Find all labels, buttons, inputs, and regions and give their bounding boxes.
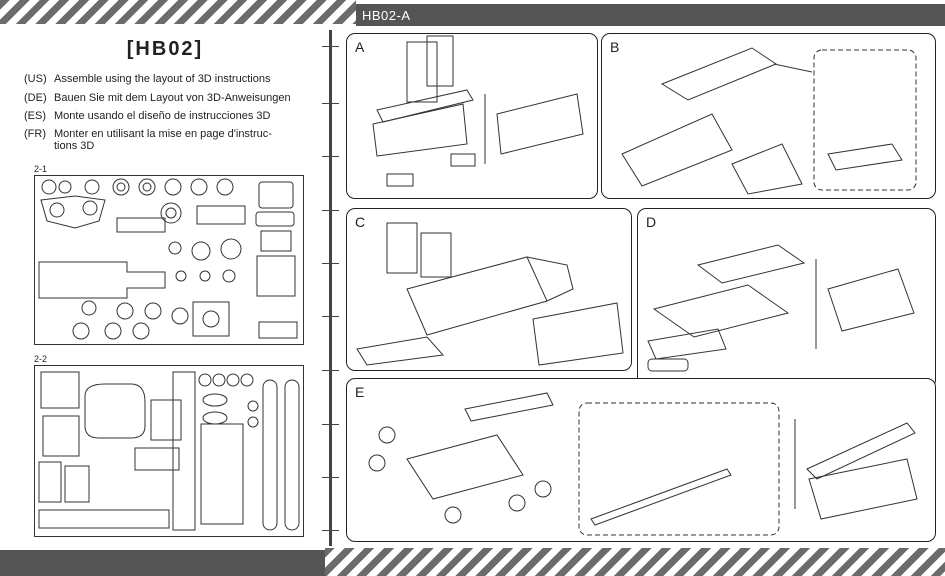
divider-tick <box>322 103 339 104</box>
divider-tick <box>322 316 339 317</box>
instruction-text-continued: tions 3D <box>54 140 95 152</box>
step-a-drawing <box>372 35 584 187</box>
instruction-text: Assemble using the layout of 3D instruct… <box>54 73 271 85</box>
language-code: (DE) <box>24 92 47 104</box>
divider-tick <box>322 156 339 157</box>
sheet-label: 2-2 <box>34 354 48 364</box>
language-code: (ES) <box>24 110 46 122</box>
instruction-text: Monter en utilisant la mise en page d'in… <box>54 128 272 140</box>
parts-sheet-drawing <box>38 371 300 531</box>
language-code: (FR) <box>24 128 46 140</box>
step-label: E <box>355 384 365 400</box>
column-divider <box>329 30 332 546</box>
instruction-text: Bauen Sie mit dem Layout von 3D-Anweisun… <box>54 92 291 104</box>
step-label: C <box>355 214 366 230</box>
step-panel-e: E <box>346 378 936 542</box>
footer-band <box>0 550 325 576</box>
step-b-drawing <box>621 47 917 195</box>
parts-sheet-2-2 <box>34 365 304 537</box>
step-label: A <box>355 39 365 55</box>
divider-tick <box>322 477 339 478</box>
step-panel-d: D <box>637 208 936 389</box>
step-c-drawing <box>356 222 624 366</box>
divider-tick <box>322 530 339 531</box>
step-panel-b: B <box>601 33 936 199</box>
header-band <box>356 4 945 26</box>
bottom-stripe-band <box>325 548 945 576</box>
divider-tick <box>322 370 339 371</box>
divider-tick <box>322 263 339 264</box>
instruction-us: (US) Assemble using the layout of 3D inst… <box>24 73 270 85</box>
step-panel-c: C <box>346 208 632 371</box>
divider-tick <box>322 46 339 47</box>
language-code: (US) <box>24 73 47 85</box>
parts-sheet-drawing <box>38 178 298 340</box>
divider-tick <box>322 424 339 425</box>
instruction-fr: (FR) Monter en utilisant la mise en page … <box>24 128 272 152</box>
step-e-drawing <box>368 392 918 536</box>
sheet-label: 2-1 <box>34 164 48 174</box>
instruction-text: Monte usando el diseño de instrucciones … <box>54 110 271 122</box>
page-code: HB02-A <box>362 8 411 23</box>
step-label: B <box>610 39 620 55</box>
parts-sheet-2-1 <box>34 175 304 345</box>
divider-tick <box>322 210 339 211</box>
top-stripe-band <box>0 0 356 24</box>
step-panel-a: A <box>346 33 598 199</box>
step-d-drawing <box>647 244 915 372</box>
instruction-es: (ES) Monte usando el diseño de instruccio… <box>24 110 270 122</box>
step-label: D <box>646 214 657 230</box>
instruction-de: (DE) Bauen Sie mit dem Layout von 3D-Anwe… <box>24 92 291 104</box>
model-title: [HB02] <box>126 38 204 60</box>
